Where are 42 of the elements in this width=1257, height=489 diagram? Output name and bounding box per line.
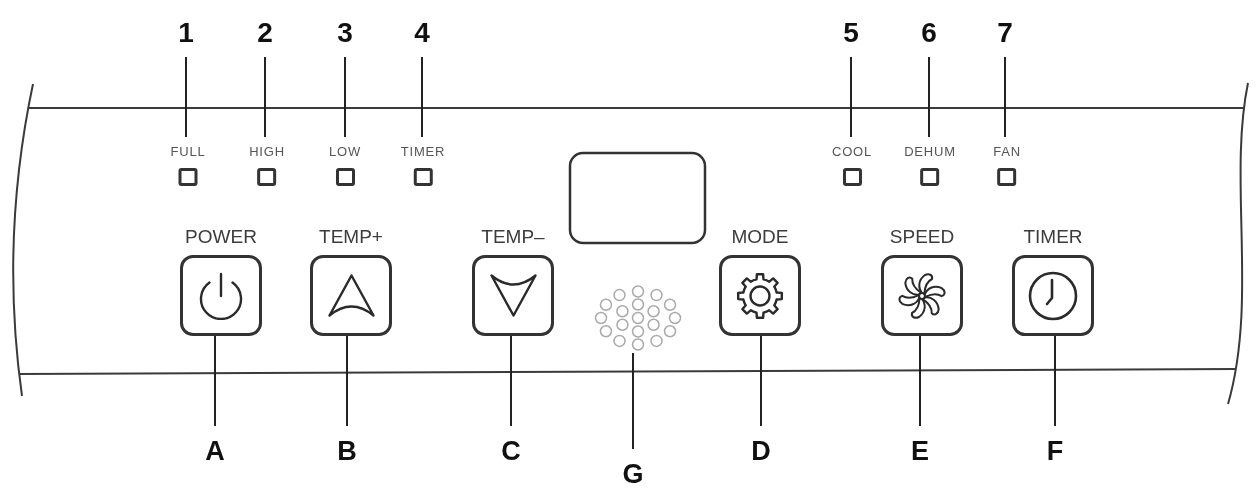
leader-line bbox=[510, 335, 512, 427]
callout-number: 2 bbox=[257, 19, 273, 47]
callout-letter: E bbox=[911, 438, 929, 465]
leader-line bbox=[919, 335, 921, 427]
callout-number: 5 bbox=[843, 19, 859, 47]
callout-letter: D bbox=[751, 438, 771, 465]
leader-line bbox=[346, 335, 348, 427]
leader-line bbox=[185, 56, 187, 138]
leader-line bbox=[760, 335, 762, 427]
leader-line bbox=[264, 56, 266, 138]
leader-line bbox=[214, 335, 216, 427]
callout-letter: G bbox=[622, 461, 644, 488]
indicator-label: DEHUM bbox=[904, 145, 956, 158]
indicator-label: TIMER bbox=[400, 145, 446, 158]
button-label: TEMP+ bbox=[319, 227, 383, 246]
indicator-label: FAN bbox=[993, 145, 1021, 158]
callout-number: 1 bbox=[178, 19, 194, 47]
button-label: SPEED bbox=[889, 227, 955, 246]
indicator-label: HIGH bbox=[249, 145, 285, 158]
indicator-label: LOW bbox=[329, 145, 361, 158]
leader-line bbox=[632, 352, 634, 450]
button-label: TEMP– bbox=[481, 227, 545, 246]
callout-number: 6 bbox=[921, 19, 937, 47]
leader-line bbox=[421, 56, 423, 138]
callout-letter: C bbox=[501, 438, 521, 465]
leader-line bbox=[850, 56, 852, 138]
callout-number: 4 bbox=[414, 19, 430, 47]
leader-line bbox=[344, 56, 346, 138]
callout-letter: B bbox=[337, 438, 357, 465]
button-label: POWER bbox=[185, 227, 257, 246]
indicator-label: COOL bbox=[832, 145, 872, 158]
callout-letter: F bbox=[1046, 438, 1064, 465]
callout-letter: A bbox=[205, 438, 225, 465]
leader-line bbox=[1004, 56, 1006, 138]
callout-number: 3 bbox=[337, 19, 353, 47]
leader-line bbox=[928, 56, 930, 138]
button-label: MODE bbox=[731, 227, 789, 246]
button-label: TIMER bbox=[1023, 227, 1083, 246]
indicator-label: FULL bbox=[170, 145, 206, 158]
leader-line bbox=[1054, 335, 1056, 427]
callout-number: 7 bbox=[997, 19, 1013, 47]
display-screen bbox=[568, 151, 707, 245]
